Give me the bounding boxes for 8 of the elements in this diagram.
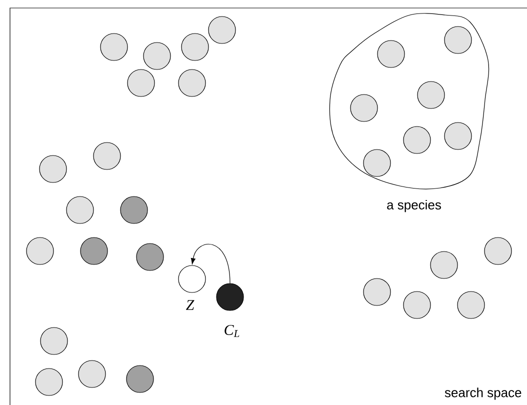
species-outline xyxy=(329,13,490,190)
species-label: a species xyxy=(387,200,441,212)
individual-circle xyxy=(216,283,244,311)
frame-label: search space xyxy=(444,388,522,400)
individual-label: C$_{L}$ xyxy=(224,324,240,338)
individual-label: Z xyxy=(186,300,194,310)
individual-circle xyxy=(178,265,206,293)
arrow xyxy=(190,244,230,284)
